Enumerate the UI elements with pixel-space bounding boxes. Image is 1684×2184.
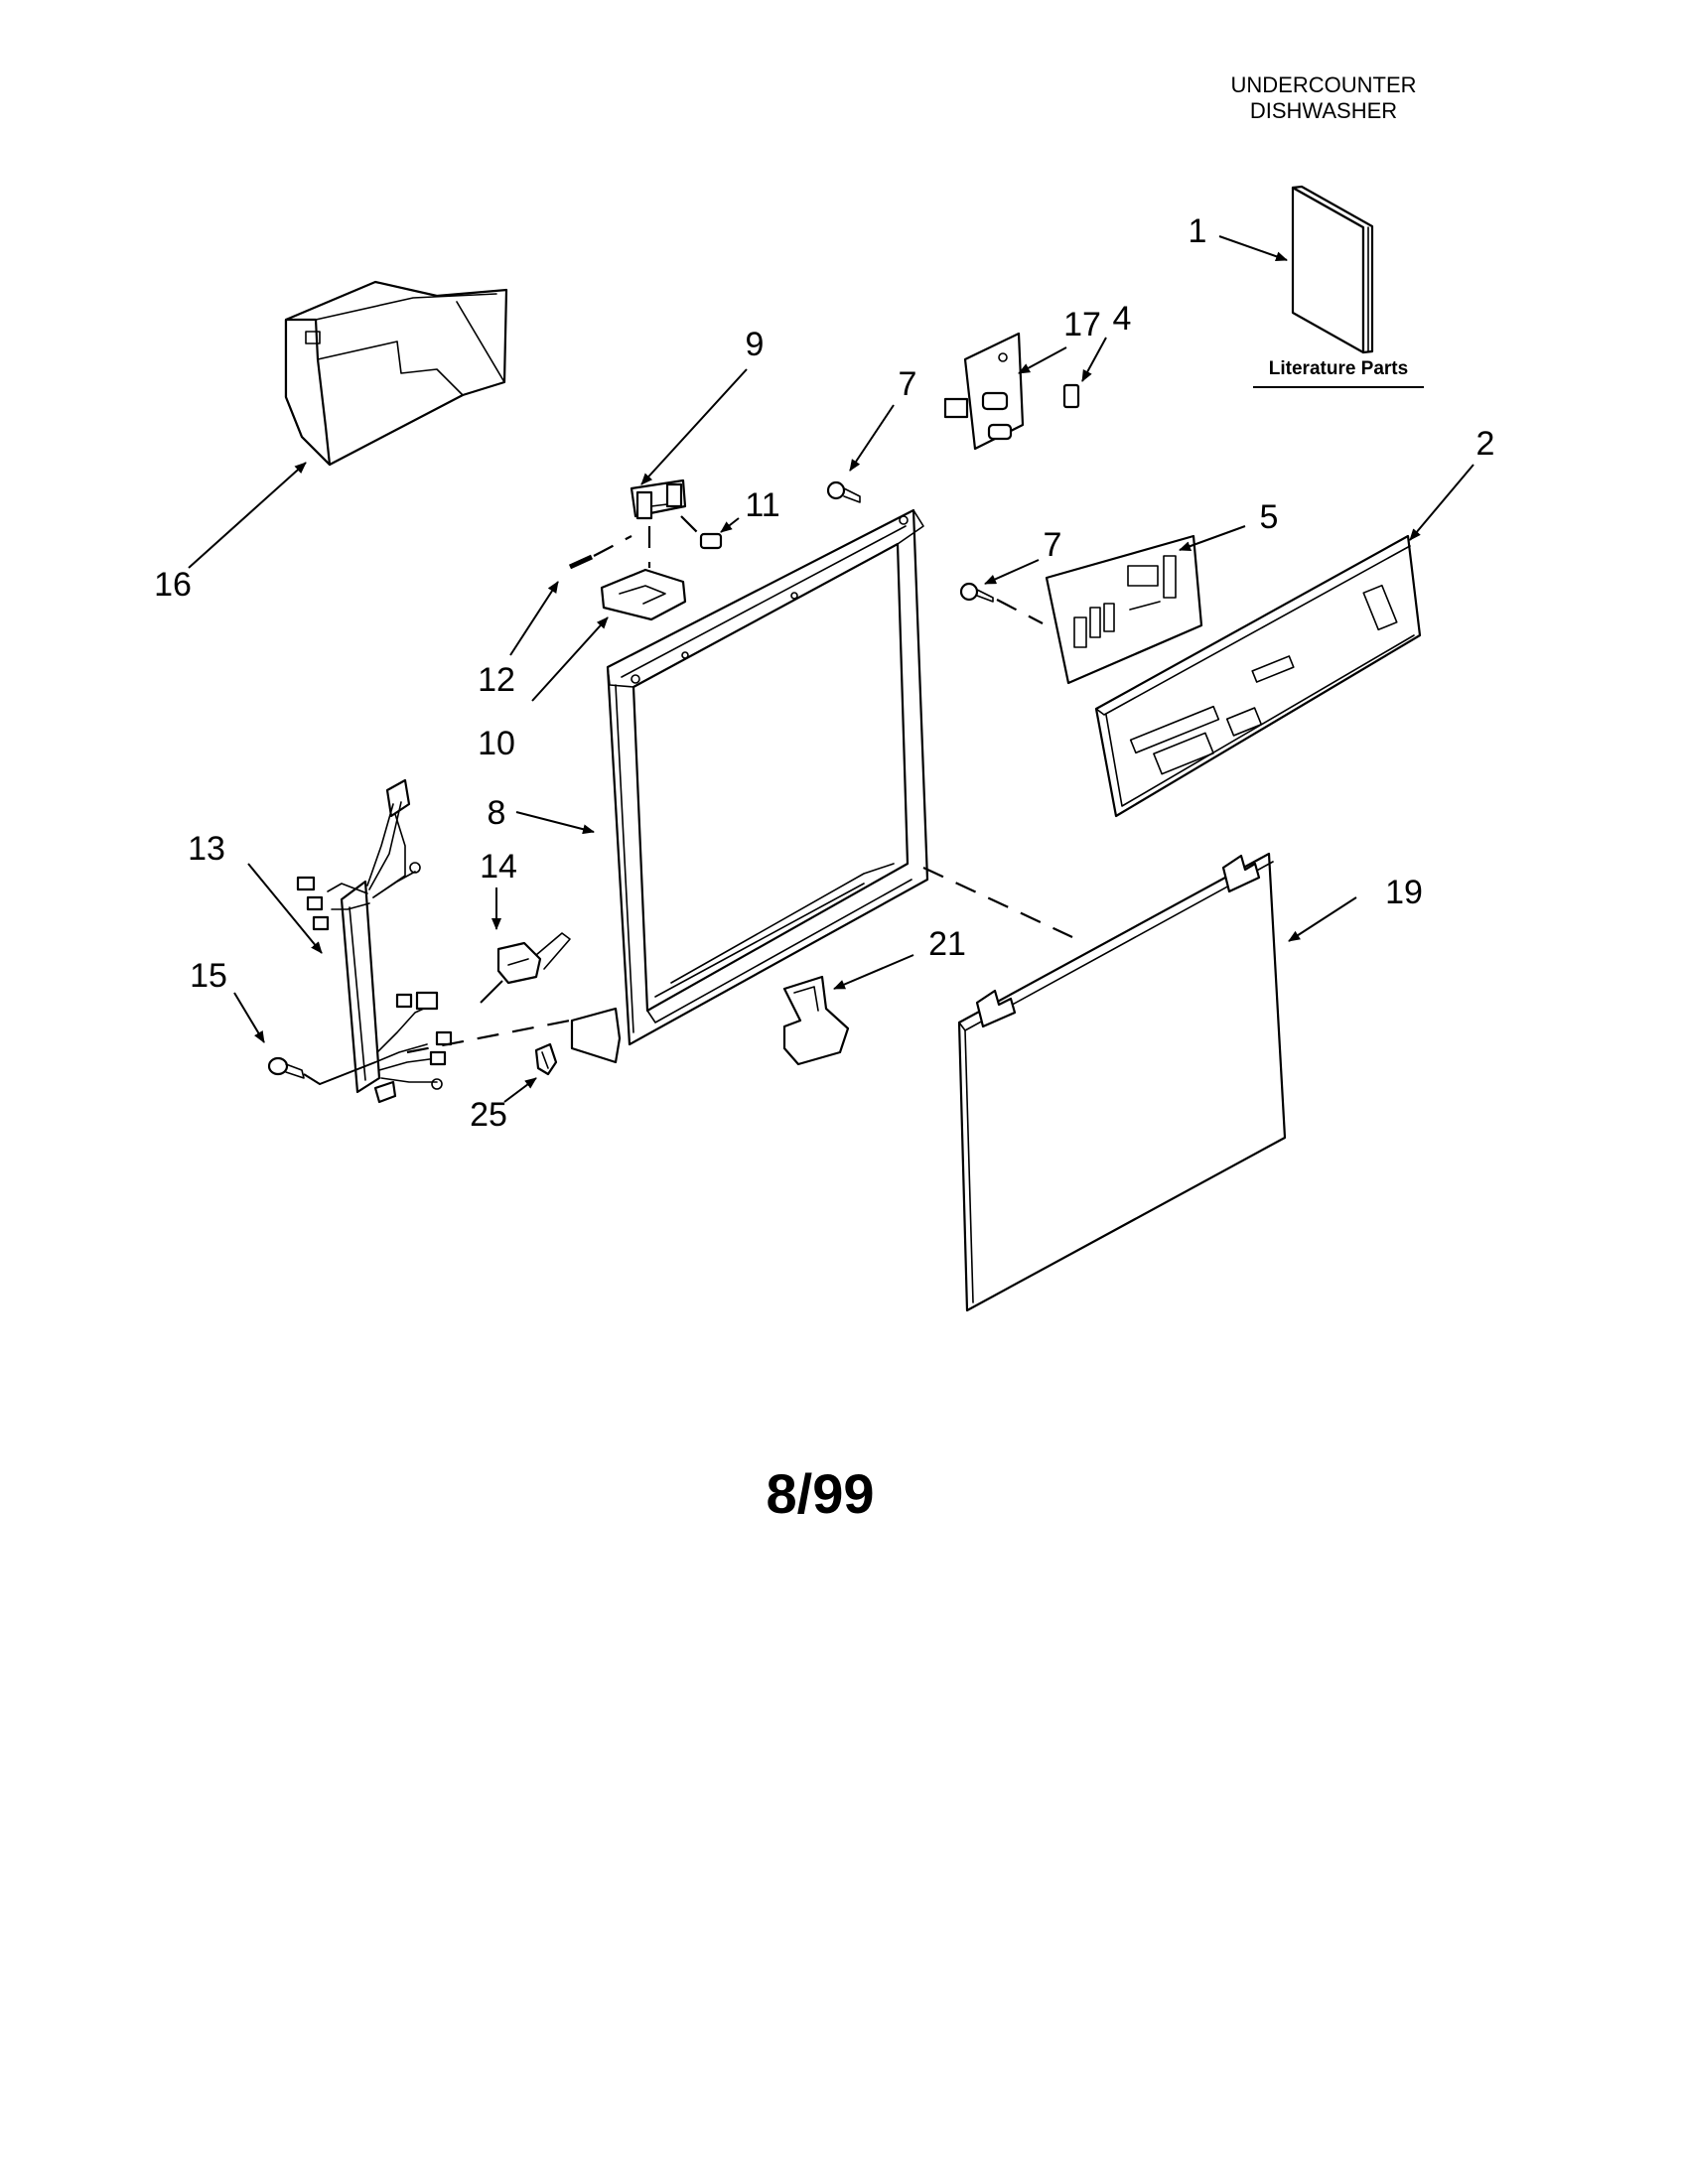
guide-12 bbox=[593, 535, 632, 557]
callout-13: 13 bbox=[188, 830, 225, 868]
guide-7-lower bbox=[996, 599, 1044, 624]
guide-15 bbox=[303, 1061, 376, 1086]
guide-11 bbox=[680, 515, 702, 537]
sensor-part bbox=[496, 932, 571, 985]
leader-21 bbox=[833, 954, 914, 990]
callout-10: 10 bbox=[478, 725, 515, 762]
leader-8 bbox=[515, 811, 595, 835]
callout-9: 9 bbox=[746, 326, 765, 363]
callout-14: 14 bbox=[480, 848, 517, 886]
callout-21: 21 bbox=[928, 925, 966, 963]
leader-5 bbox=[1179, 525, 1246, 551]
leader-9 bbox=[640, 368, 748, 485]
callout-7-upper: 7 bbox=[899, 365, 917, 403]
door-frame bbox=[570, 508, 929, 1064]
header-line2: DISHWASHER bbox=[1250, 98, 1397, 123]
leader-1 bbox=[1218, 235, 1288, 262]
leader-19 bbox=[1288, 896, 1357, 942]
leader-25 bbox=[503, 1077, 537, 1103]
callout-5: 5 bbox=[1260, 498, 1279, 536]
door-latch bbox=[630, 478, 687, 520]
callout-2: 2 bbox=[1476, 425, 1495, 463]
leader-17 bbox=[1018, 346, 1067, 374]
screw-upper bbox=[826, 480, 861, 503]
callout-15: 15 bbox=[190, 957, 227, 995]
callout-4: 4 bbox=[1113, 300, 1132, 338]
callout-16: 16 bbox=[154, 566, 192, 604]
leader-7b bbox=[984, 559, 1040, 585]
callout-7-lower: 7 bbox=[1044, 526, 1062, 564]
wire-harness bbox=[296, 778, 453, 1104]
literature-label: Literature Parts bbox=[1269, 358, 1408, 379]
callout-19: 19 bbox=[1385, 874, 1423, 911]
leader-4 bbox=[1081, 337, 1107, 382]
guide-13-frame bbox=[406, 1019, 571, 1054]
cover-shield bbox=[284, 280, 508, 467]
leader-10 bbox=[531, 616, 609, 702]
leader-13 bbox=[247, 863, 323, 954]
callout-25: 25 bbox=[470, 1096, 507, 1134]
screw-lower bbox=[959, 582, 994, 603]
sensor-wire bbox=[480, 980, 503, 1004]
callout-1: 1 bbox=[1189, 212, 1207, 250]
callout-11: 11 bbox=[745, 486, 779, 524]
footer-date: 8/99 bbox=[767, 1462, 875, 1525]
small-clip bbox=[1062, 383, 1080, 409]
leader-12 bbox=[509, 581, 559, 656]
leader-2 bbox=[1409, 464, 1474, 541]
guide-frame-panel bbox=[922, 867, 1073, 938]
clip-25 bbox=[534, 1042, 558, 1076]
control-console bbox=[1094, 534, 1422, 818]
literature-booklet bbox=[1291, 185, 1374, 354]
control-board bbox=[1045, 534, 1203, 685]
leader-7a bbox=[849, 404, 895, 472]
header-line1: UNDERCOUNTER bbox=[1231, 72, 1417, 97]
screw-15 bbox=[267, 1056, 305, 1079]
callout-12: 12 bbox=[478, 661, 515, 699]
callout-8: 8 bbox=[488, 794, 506, 832]
handle-clip bbox=[782, 975, 850, 1066]
switch-assembly bbox=[943, 332, 1025, 451]
door-outer-panel bbox=[957, 852, 1287, 1312]
leader-16 bbox=[188, 462, 307, 569]
latch-pin bbox=[568, 554, 594, 570]
latch-knob bbox=[699, 532, 723, 550]
latch-strike bbox=[600, 568, 687, 621]
leader-11 bbox=[720, 517, 740, 533]
leader-15 bbox=[233, 992, 265, 1043]
callout-17: 17 bbox=[1063, 306, 1101, 343]
